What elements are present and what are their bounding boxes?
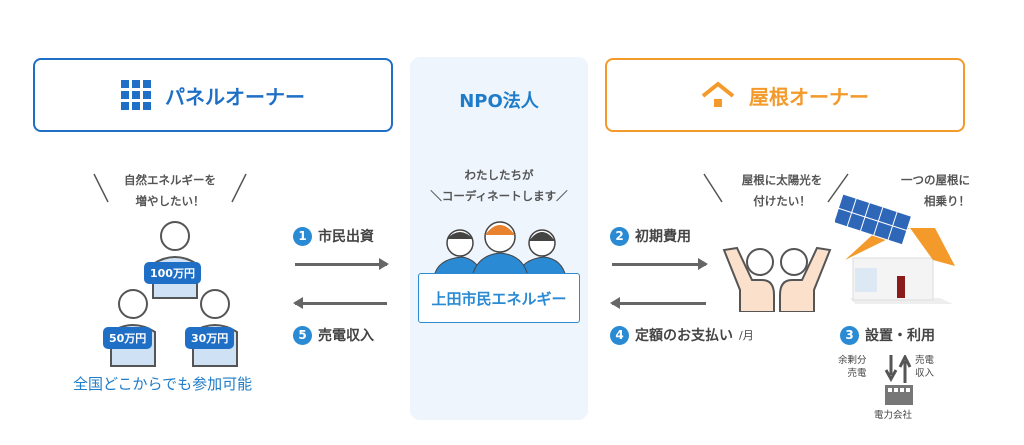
roof-owners-illustration <box>722 246 832 312</box>
label-line: 余剰分 <box>838 355 867 366</box>
arrow-right-investment <box>295 258 389 270</box>
arrow-left-payment <box>610 297 706 309</box>
surplus-sale-label: 余剰分売電 <box>838 354 867 380</box>
speech-line: 自然エネルギーを <box>124 173 216 187</box>
step-number: 3 <box>840 325 859 345</box>
speech-lines-decoration <box>703 173 849 203</box>
speech-line: 一つの屋根に <box>901 173 970 187</box>
house-icon <box>701 81 735 107</box>
shared-roof-speech: 一つの屋根に 相乗り！ <box>880 170 970 212</box>
label-line: 売電 <box>847 368 867 379</box>
panel-owner-title: パネルオーナー <box>165 84 305 109</box>
speech-line: 付けたい！ <box>753 194 811 208</box>
step-label: 売電収入 <box>318 328 374 344</box>
utility-arrows-icon <box>884 355 912 383</box>
roof-owner-title: 屋根オーナー <box>749 84 869 109</box>
arrow-left-revenue <box>293 297 387 309</box>
npo-title: NPO法人 <box>459 91 539 112</box>
step-5: 5 売電収入 <box>293 325 374 345</box>
npo-logo: 上田市民エネルギー <box>418 273 580 323</box>
step-label: 市民出資 <box>318 229 374 245</box>
step-number: 1 <box>293 226 312 246</box>
roof-owner-header: 屋根オーナー <box>605 58 965 132</box>
house-with-solar-illustration <box>835 193 955 304</box>
step-suffix: /月 <box>739 329 754 342</box>
step-3: 3 設置・利用 <box>840 325 935 345</box>
speech-line: 屋根に太陽光を <box>741 173 823 187</box>
arrow-right-initial-cost <box>612 258 708 270</box>
speech-line: 増やしたい！ <box>135 194 205 208</box>
step-label: 定額のお支払い <box>635 328 733 344</box>
panel-owner-footer: 全国どこからでも参加可能 <box>73 375 253 393</box>
amount-tag-30: 30万円 <box>185 327 235 349</box>
sale-revenue-label: 売電収入 <box>915 354 934 380</box>
solar-grid-icon <box>121 80 151 110</box>
step-label: 設置・利用 <box>865 328 935 344</box>
npo-column: NPO法人 わたしたちが ＼コーディネートします／ 上田市民エネルギー <box>410 57 588 420</box>
label-line: 売電 <box>915 355 935 366</box>
speech-line: 相乗り！ <box>924 194 970 208</box>
step-number: 2 <box>610 226 629 246</box>
amount-tag-100: 100万円 <box>144 262 201 284</box>
staff-illustration <box>433 221 567 277</box>
step-4: 4 定額のお支払い/月 <box>610 325 754 345</box>
power-company-label: 電力会社 <box>874 410 913 421</box>
speech-lines-decoration <box>93 173 247 203</box>
npo-speech-line2: ＼コーディネートします／ <box>430 189 568 203</box>
step-1: 1 市民出資 <box>293 226 374 246</box>
npo-speech-line1: わたしたちが <box>464 168 534 182</box>
amount-tag-50: 50万円 <box>103 327 153 349</box>
label-line: 収入 <box>915 368 935 379</box>
step-2: 2 初期費用 <box>610 226 691 246</box>
power-company-building-icon <box>885 385 913 405</box>
panel-owner-speech: 自然エネルギーを 増やしたい！ <box>80 170 260 212</box>
step-number: 4 <box>610 325 629 345</box>
roof-owner-speech: 屋根に太陽光を 付けたい！ <box>722 170 842 212</box>
step-number: 5 <box>293 325 312 345</box>
step-label: 初期費用 <box>635 229 691 245</box>
panel-owner-header: パネルオーナー <box>33 58 393 132</box>
